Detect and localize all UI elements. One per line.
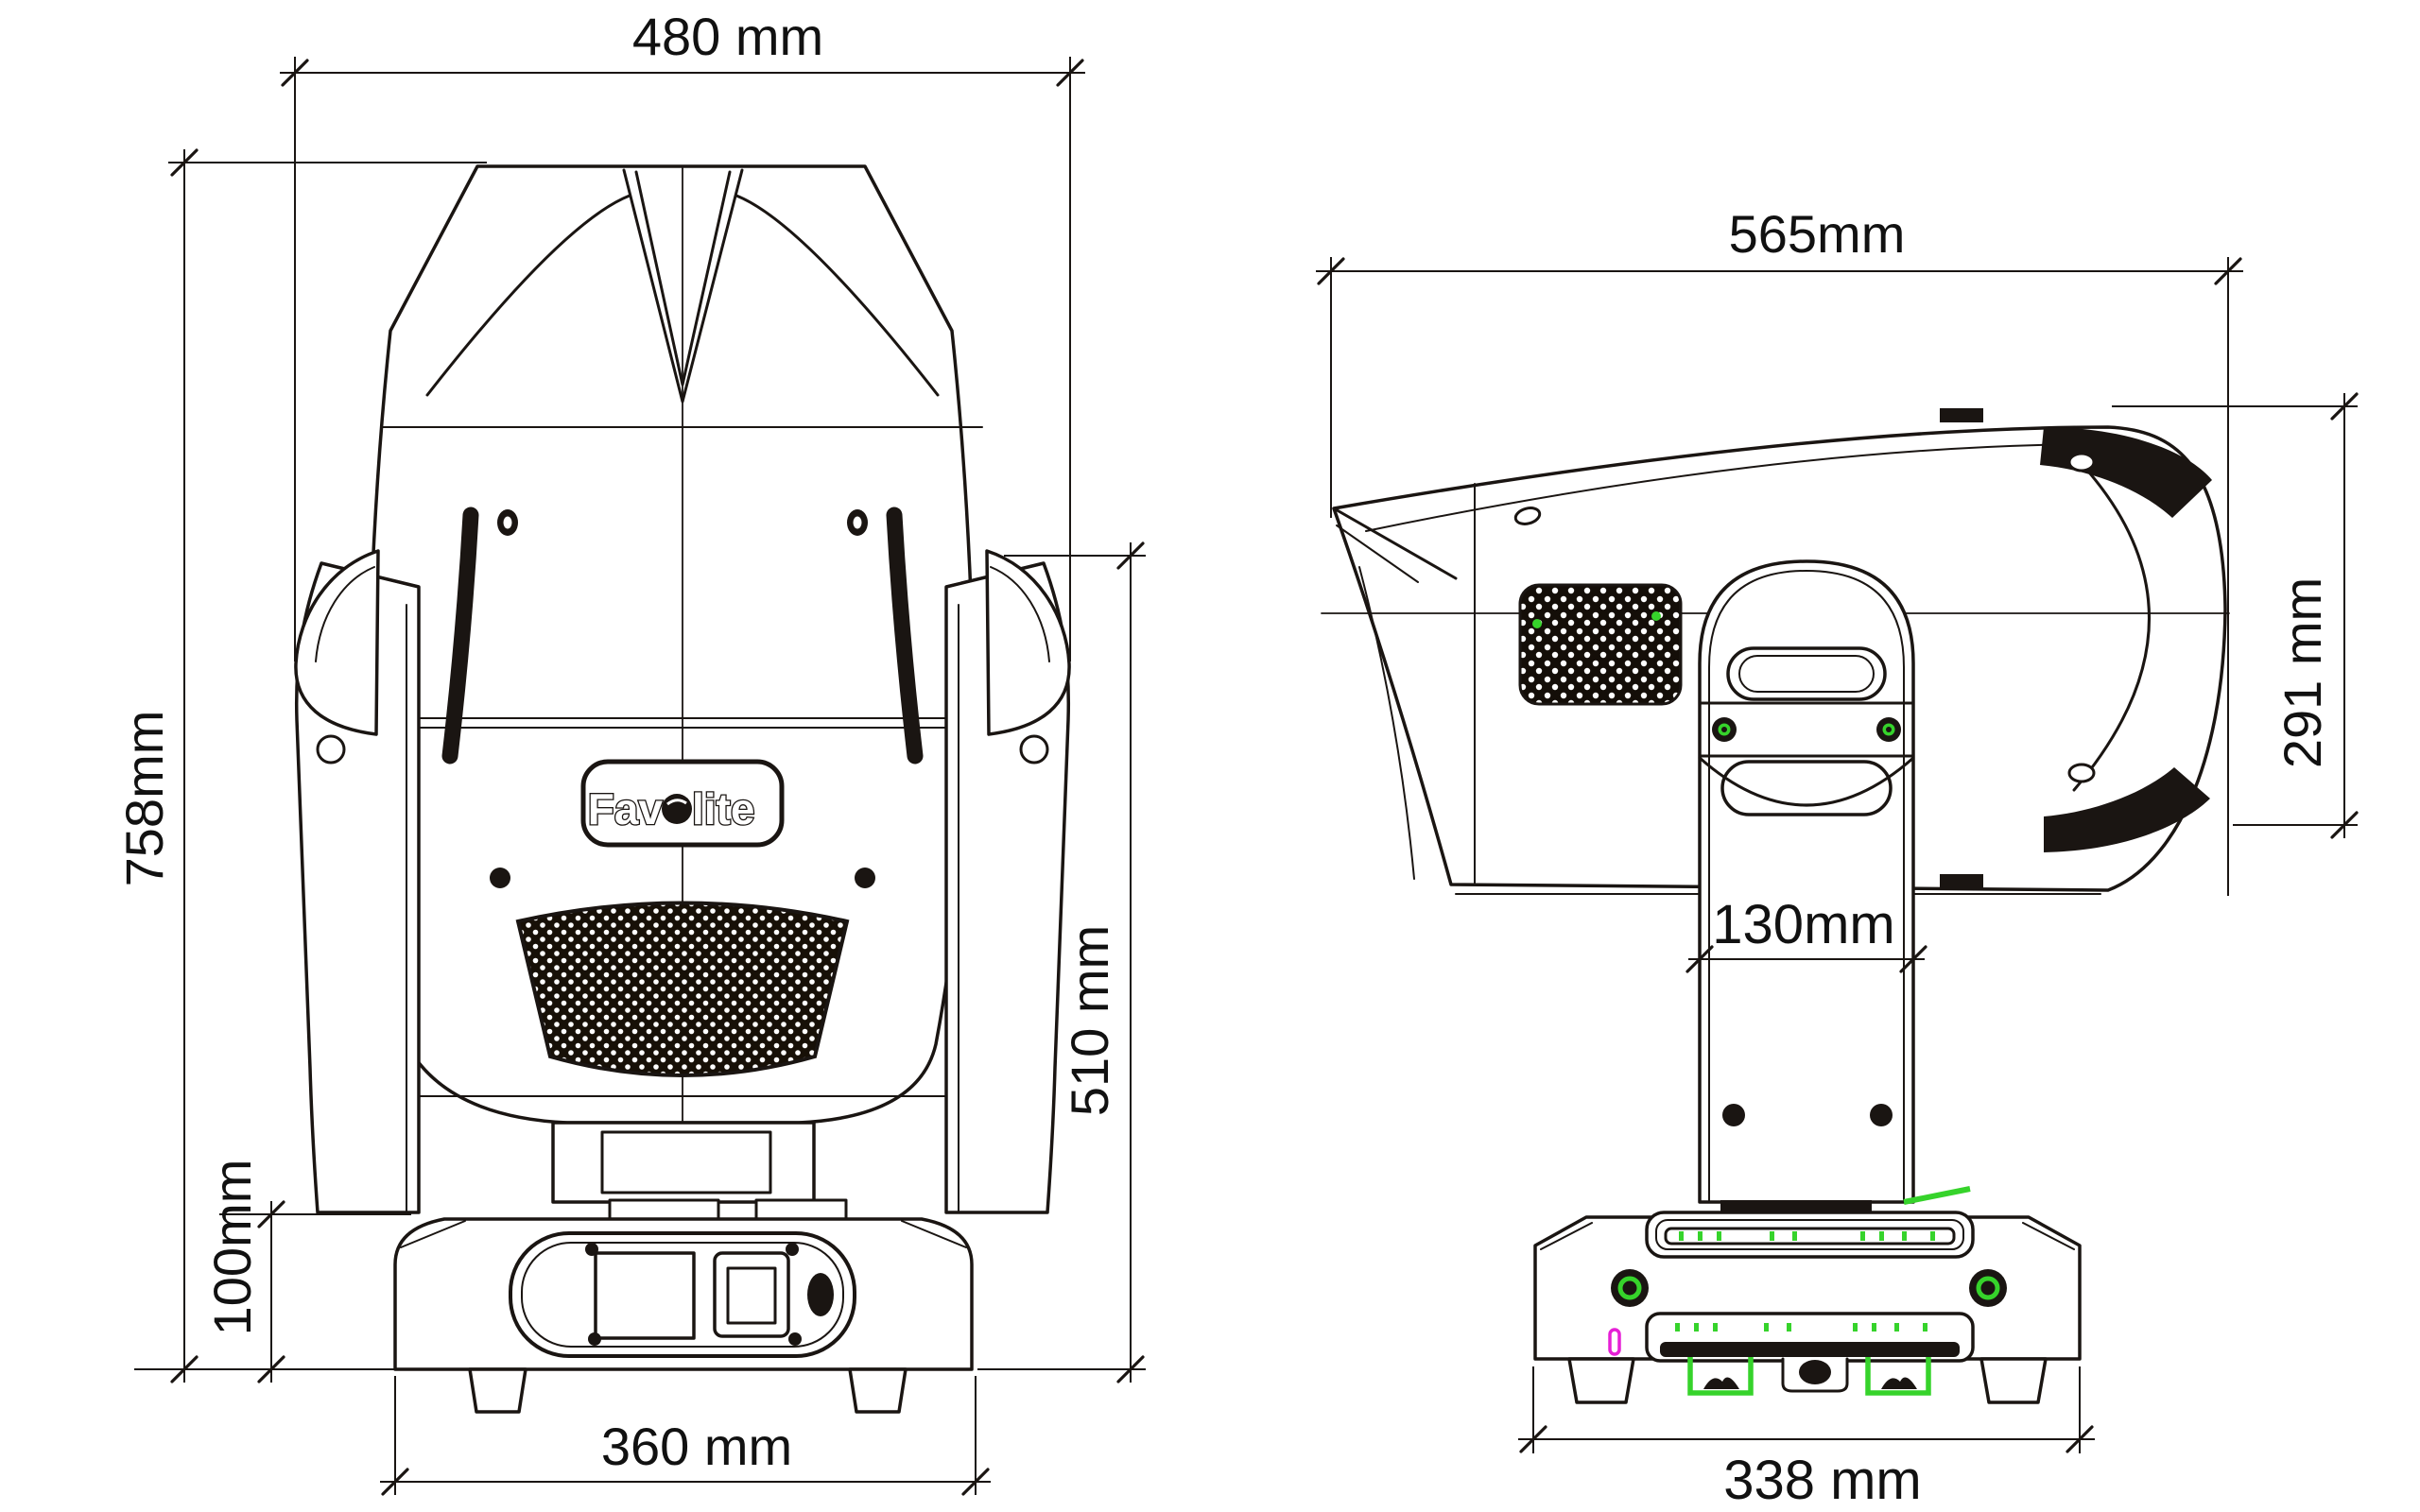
- dimension-front-base-height: 100mm: [202, 1160, 411, 1383]
- brand-logo-text-right: lite: [692, 784, 754, 833]
- rear-wing-top: [2040, 427, 2212, 518]
- dim-label-360: 360 mm: [601, 1417, 792, 1476]
- dimension-front-body-height: 510 mm: [977, 541, 1146, 1383]
- yoke-handle-upper: [1726, 646, 1887, 701]
- head-screw-right: [847, 509, 868, 536]
- head-dot-left: [490, 868, 510, 888]
- front-head: [367, 164, 983, 1125]
- dimension-side-depth: 565mm: [1316, 204, 2243, 896]
- side-yoke-arm: [1698, 559, 1971, 1213]
- dim-label-510: 510 mm: [1060, 925, 1119, 1116]
- dim-label-565: 565mm: [1729, 204, 1906, 264]
- base-foot-left: [468, 1367, 527, 1414]
- dim-label-291: 291 mm: [2273, 577, 2332, 768]
- yoke-screw-left: [1712, 717, 1737, 742]
- yoke-hole-left: [316, 734, 346, 765]
- base-center-notch: [1781, 1357, 1849, 1393]
- yoke-screw-right: [1876, 717, 1901, 742]
- base-knob-right: [1969, 1269, 2007, 1307]
- head-hole-front: [1513, 507, 1542, 525]
- dimension-side-head-height: 291 mm: [2112, 392, 2359, 839]
- side-vent-grille: [1518, 583, 1683, 706]
- base-knob: [807, 1273, 834, 1316]
- side-base: [1533, 1211, 2082, 1404]
- dim-label-338: 338 mm: [1723, 1450, 1922, 1511]
- base-menu-button: [713, 1251, 790, 1338]
- dimension-side-arm-width: 130mm: [1685, 894, 1927, 973]
- dimension-front-total-height: 758mm: [114, 148, 487, 1383]
- base-bottom-rail: [1645, 1312, 1975, 1363]
- dim-label-480: 480 mm: [632, 7, 823, 66]
- dimension-front-base-width: 360 mm: [380, 1376, 991, 1496]
- yoke-arm-right: [944, 561, 1071, 1214]
- head-vent-slot-right: [886, 507, 924, 765]
- dim-label-100: 100mm: [202, 1160, 262, 1336]
- power-indicator: [1608, 1328, 1621, 1356]
- head-wing-right: [985, 549, 1071, 736]
- side-base-foot-right: [1979, 1357, 2048, 1404]
- brand-logo: Fav lite: [580, 759, 785, 848]
- rail-green-pins-bottom: [1675, 1323, 1927, 1332]
- yoke-hole-right: [1019, 734, 1049, 765]
- base-top-rail: [1645, 1211, 1975, 1259]
- base-foot-right: [848, 1367, 908, 1414]
- front-base: [393, 1198, 974, 1414]
- clamp-slot-right: [1865, 1357, 1931, 1396]
- head-vent-slot-left: [441, 507, 479, 765]
- head-screw-left: [497, 509, 518, 536]
- dim-label-130: 130mm: [1712, 894, 1894, 955]
- head-wing-left: [294, 549, 380, 736]
- brand-logo-ball-icon: [662, 794, 692, 824]
- side-view: 565mm 291 mm 130mm 338 mm: [1316, 204, 2359, 1511]
- dimension-front-width: 480 mm: [280, 7, 1085, 662]
- dim-label-758: 758mm: [114, 711, 174, 887]
- head-dot-right: [855, 868, 875, 888]
- side-base-foot-left: [1567, 1357, 1635, 1404]
- base-display: [594, 1251, 696, 1340]
- base-knob-left: [1611, 1269, 1649, 1307]
- green-wedge: [1903, 1186, 1971, 1205]
- dimension-side-base-depth: 338 mm: [1518, 1366, 2095, 1511]
- vent-green-dot: [1532, 619, 1542, 628]
- yoke-base-coupler: [1720, 1200, 1872, 1213]
- yoke-arm-left: [294, 561, 421, 1214]
- front-view: Fav lite: [114, 7, 1146, 1496]
- front-grille: [515, 901, 850, 1077]
- head-rear-details: [1940, 408, 2212, 888]
- rear-wing-bottom: [2044, 767, 2210, 852]
- rail-green-pins-top: [1679, 1231, 1935, 1241]
- yoke-handle-lower: [1720, 760, 1893, 816]
- yoke-center-box: [551, 1121, 816, 1204]
- clamp-slot-left: [1687, 1357, 1754, 1396]
- vent-green-dot: [1651, 611, 1661, 621]
- front-yoke: [294, 549, 1071, 1214]
- brand-logo-text-left: Fav: [588, 784, 664, 833]
